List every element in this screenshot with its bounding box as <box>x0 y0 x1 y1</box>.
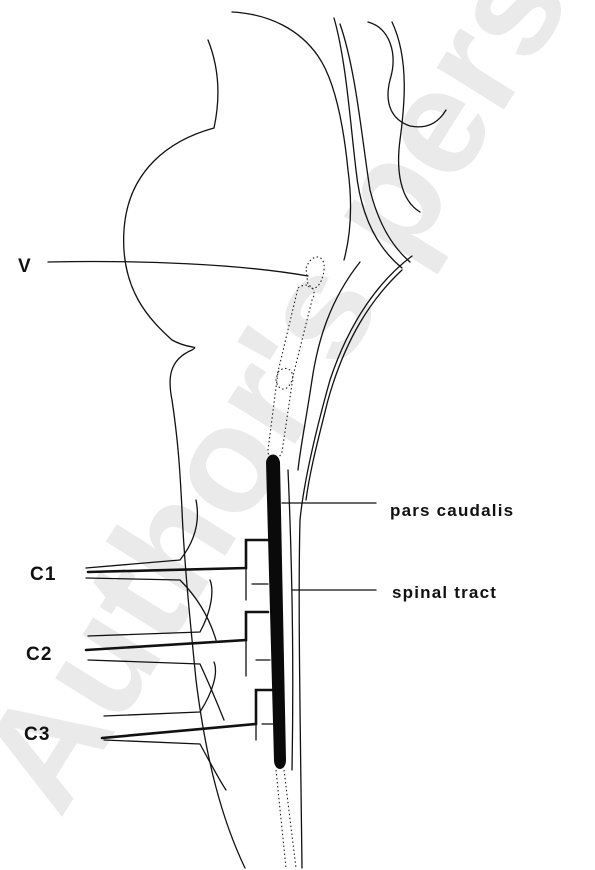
label-pars-caudalis: pars caudalis <box>390 501 514 520</box>
spinal-cord-dotted-continuation <box>276 770 296 868</box>
c2-bracket <box>246 612 270 676</box>
watermark-text: Author's personal <box>0 0 595 837</box>
spinal-tract-line <box>288 470 293 770</box>
label-c2: C2 <box>26 644 53 665</box>
c3-bracket <box>256 690 274 740</box>
label-c3: C3 <box>24 724 51 745</box>
label-v: V <box>18 256 32 277</box>
label-c1: C1 <box>30 564 57 585</box>
label-spinal-tract: spinal tract <box>392 583 497 602</box>
